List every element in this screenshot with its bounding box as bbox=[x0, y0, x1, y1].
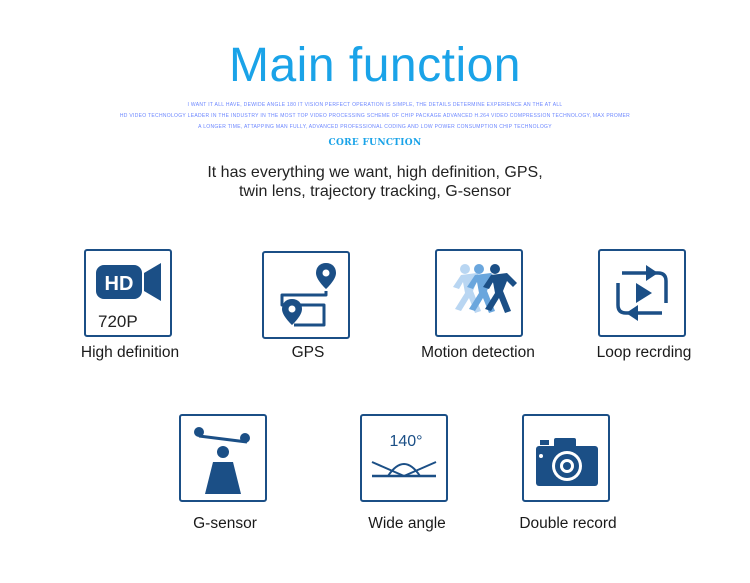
hd-camera-icon: HD 720P bbox=[96, 263, 161, 331]
page-title: Main function bbox=[229, 39, 521, 92]
feature-label: High definition bbox=[80, 344, 180, 361]
feature-tile-motion-detection bbox=[435, 249, 523, 337]
feature-tile-gps bbox=[262, 251, 350, 339]
gps-route-icon bbox=[280, 263, 336, 327]
loop-play-icon bbox=[616, 265, 668, 321]
camera-icon bbox=[536, 438, 598, 486]
feature-label: Double record bbox=[519, 515, 617, 532]
running-person-icon bbox=[453, 264, 517, 313]
feature-label: G-sensor bbox=[193, 515, 257, 532]
feature-tile-g-sensor bbox=[179, 414, 267, 502]
feature-label: Loop recrding bbox=[596, 344, 692, 361]
description-line: twin lens, trajectory tracking, G-sensor bbox=[238, 183, 512, 200]
fine-print-line: I WANT IT ALL HAVE, DEWIDE ANGLE 180 IT … bbox=[187, 102, 563, 108]
feature-label: GPS bbox=[291, 344, 325, 361]
section-subtitle: CORE FUNCTION bbox=[328, 138, 422, 148]
g-sensor-icon bbox=[194, 427, 250, 494]
fine-print-line: HD VIDEO TECHNOLOGY LEADER IN THE INDUST… bbox=[119, 113, 631, 119]
feature-tile-wide-angle: 140° bbox=[360, 414, 448, 502]
feature-tile-high-definition: HD 720P bbox=[84, 249, 172, 337]
wide-angle-icon: 140° bbox=[371, 433, 437, 478]
feature-tile-loop-recording bbox=[598, 249, 686, 337]
resolution-text: 720P bbox=[98, 312, 138, 331]
feature-tile-double-record bbox=[522, 414, 610, 502]
hd-text: HD bbox=[105, 273, 134, 295]
description-line: It has everything we want, high definiti… bbox=[207, 164, 543, 181]
feature-label: Motion detection bbox=[421, 344, 535, 361]
angle-text: 140° bbox=[389, 433, 422, 450]
fine-print-line: A LONGER TIME, ATTAPPING MAN FULLY, ADVA… bbox=[198, 124, 552, 130]
feature-label: Wide angle bbox=[368, 515, 446, 532]
